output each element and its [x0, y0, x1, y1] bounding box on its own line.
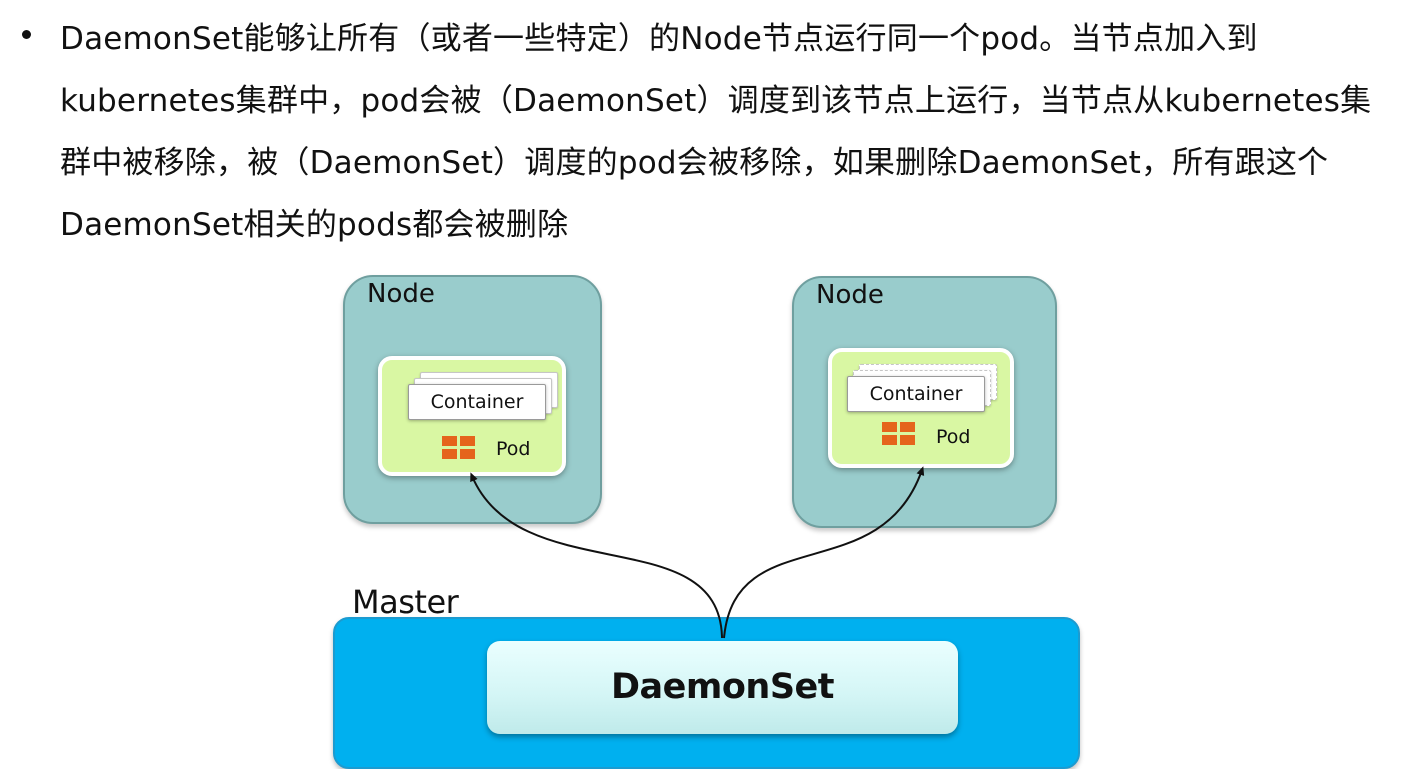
- bullet-dot-icon: [22, 30, 31, 39]
- pod-grid-icon: [882, 422, 916, 446]
- container-card: Container: [408, 384, 546, 420]
- pod-box: Container Pod: [828, 348, 1014, 468]
- node-box-right: Node Container Pod: [792, 276, 1057, 528]
- node-label: Node: [816, 280, 884, 310]
- pod-box: Container Pod: [378, 356, 566, 476]
- pod-label: Pod: [936, 426, 971, 448]
- description-paragraph: DaemonSet能够让所有（或者一些特定）的Node节点运行同一个pod。当节…: [60, 21, 1372, 243]
- daemonset-box: DaemonSet: [487, 641, 958, 734]
- pod-grid-icon: [442, 436, 476, 460]
- master-box: DaemonSet: [333, 617, 1080, 769]
- master-label: Master: [352, 583, 459, 621]
- container-stack: Container: [847, 364, 997, 412]
- container-card: Container: [847, 376, 985, 412]
- node-label: Node: [367, 279, 435, 309]
- pod-label: Pod: [496, 438, 531, 460]
- container-stack: Container: [408, 372, 558, 420]
- node-box-left: Node Container Pod: [343, 275, 602, 524]
